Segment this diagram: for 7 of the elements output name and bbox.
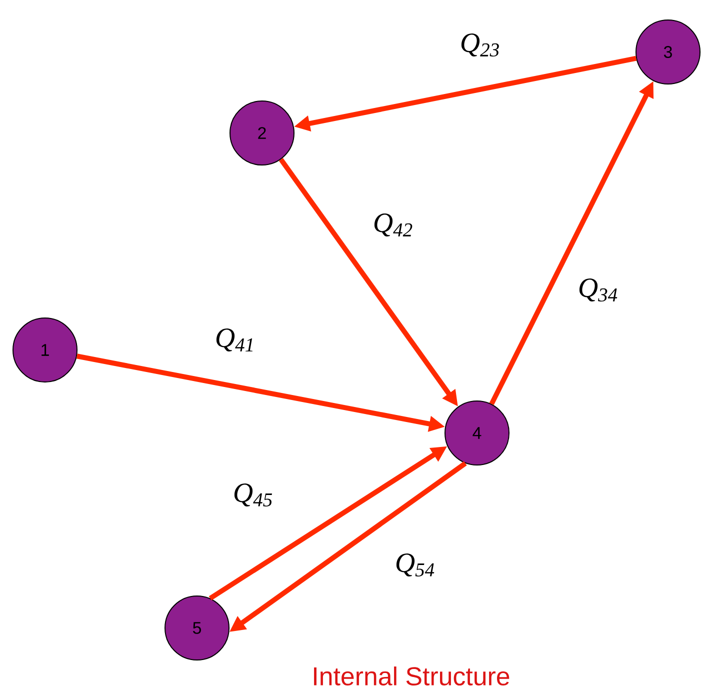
edge-label: Q$_{45}$ xyxy=(232,482,274,508)
edge-label: Q$_{34}$ xyxy=(576,277,620,303)
edge-label: Q$_{42}$ xyxy=(372,212,414,238)
edge-label: Q$_{23}$ xyxy=(458,32,502,58)
caption: Internal Structure xyxy=(314,666,510,686)
edge-label: Q$_{41}$ xyxy=(214,328,256,352)
edge-label: Q$_{54}$ xyxy=(394,552,436,578)
